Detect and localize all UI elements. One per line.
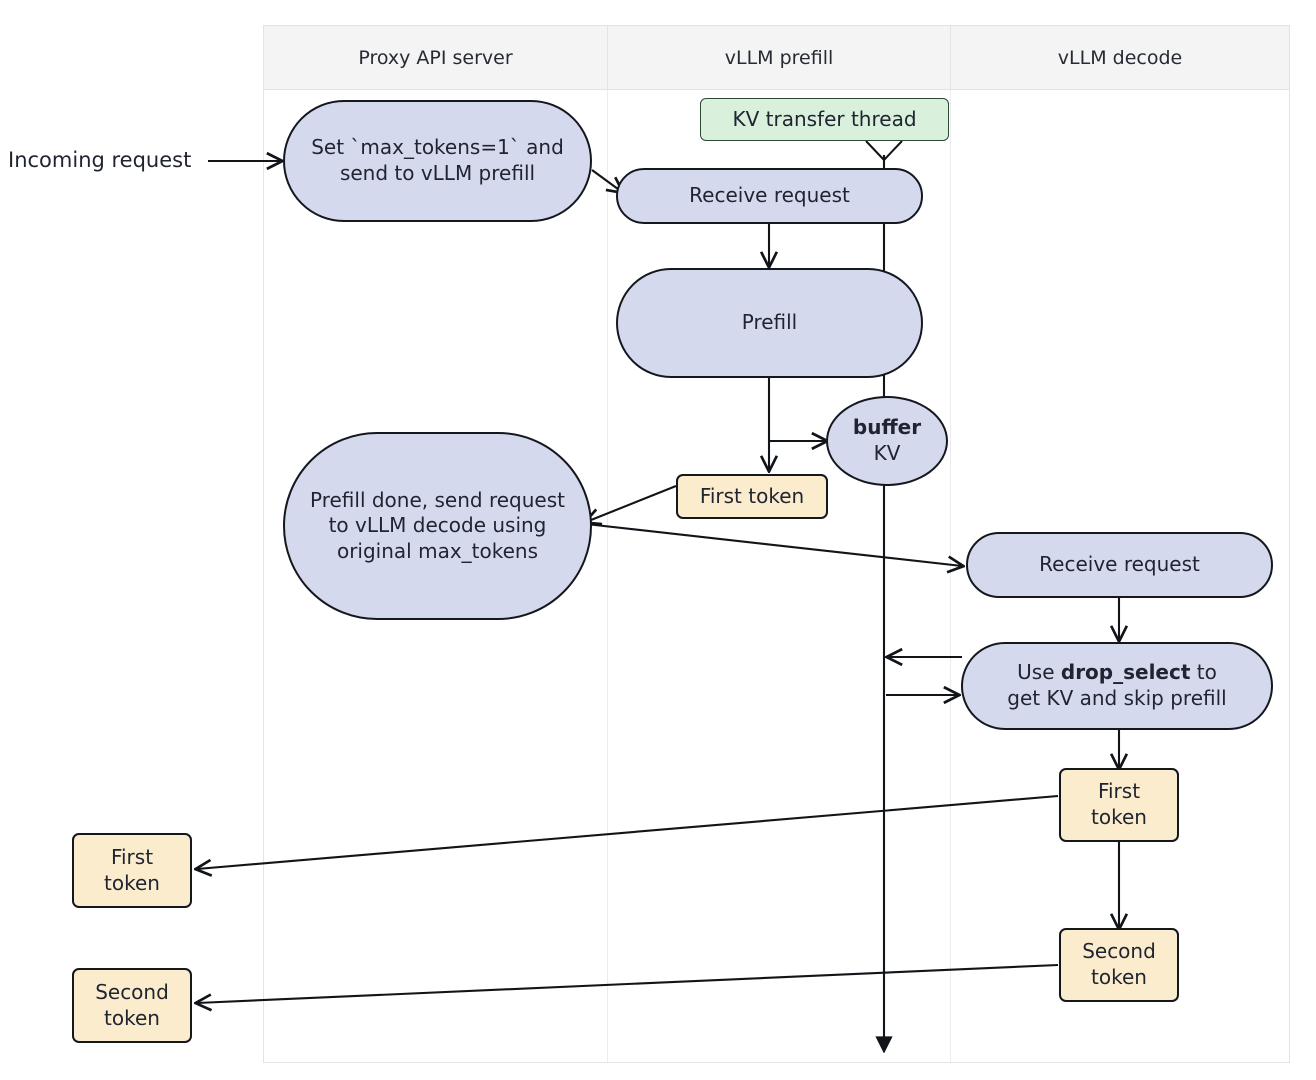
node-set-max-tokens[interactable]: Set `max_tokens=1` and send to vLLM pref… bbox=[283, 100, 592, 222]
node-proxy-second-token[interactable]: Second token bbox=[72, 968, 192, 1043]
node-decode-second-token[interactable]: Second token bbox=[1059, 928, 1179, 1002]
decode-first-token-line2: token bbox=[1091, 805, 1147, 829]
lane-header-vllm-decode: vLLM decode bbox=[1057, 46, 1183, 69]
drop-select-line1: Use drop_select to bbox=[1017, 660, 1217, 686]
proxy-second-token-line1: Second bbox=[95, 979, 169, 1004]
drop-select-prefix: Use bbox=[1017, 660, 1061, 685]
node-prefill-receive-request[interactable]: Receive request bbox=[616, 168, 923, 224]
node-buffer-kv[interactable]: buffer KV bbox=[826, 396, 948, 486]
proxy-second-token-line2: token bbox=[104, 1005, 160, 1030]
proxy-first-token-line1: First bbox=[110, 844, 154, 869]
node-decode-receive-request[interactable]: Receive request bbox=[966, 532, 1273, 598]
decode-first-token-line1: First bbox=[1097, 779, 1141, 804]
node-prefill[interactable]: Prefill bbox=[616, 268, 923, 378]
buffer-kv-line1: buffer bbox=[852, 415, 922, 440]
decode-second-token-line2: token bbox=[1091, 965, 1147, 989]
lane-header-vllm-prefill: vLLM prefill bbox=[608, 26, 951, 89]
node-proxy-first-token[interactable]: First token bbox=[72, 833, 192, 908]
swimlane-body-row bbox=[264, 90, 1289, 1062]
lane-body-vllm-prefill bbox=[608, 90, 951, 1062]
drop-select-suffix: to bbox=[1190, 660, 1217, 685]
drop-select-code: drop_select bbox=[1060, 660, 1191, 685]
incoming-request-label: Incoming request bbox=[8, 148, 192, 172]
drop-select-line2: get KV and skip prefill bbox=[1007, 686, 1227, 710]
swimlane-header-row: Proxy API server vLLM prefill vLLM decod… bbox=[264, 26, 1289, 90]
node-kv-transfer-thread[interactable]: KV transfer thread bbox=[700, 98, 949, 141]
lane-body-proxy-api-server bbox=[264, 90, 608, 1062]
node-use-drop-select[interactable]: Use drop_select to get KV and skip prefi… bbox=[961, 642, 1273, 730]
proxy-first-token-line2: token bbox=[104, 870, 160, 895]
lane-header-proxy-api-server: Proxy API server bbox=[264, 26, 608, 89]
node-prefill-first-token[interactable]: First token bbox=[676, 474, 828, 519]
decode-second-token-line1: Second bbox=[1082, 939, 1156, 964]
node-prefill-done-send-to-decode[interactable]: Prefill done, send request to vLLM decod… bbox=[283, 432, 592, 620]
buffer-kv-line2: KV bbox=[873, 441, 901, 465]
node-decode-first-token[interactable]: First token bbox=[1059, 768, 1179, 842]
